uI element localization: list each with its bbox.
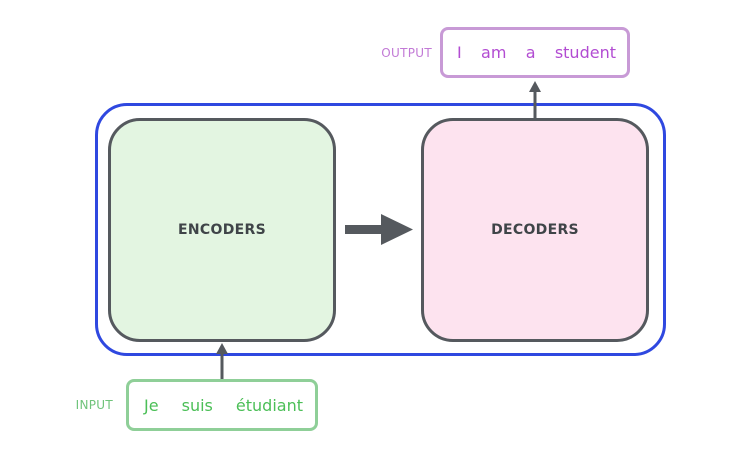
encoders-label: ENCODERS [178,222,266,238]
encoder-decoder-frame [95,103,666,356]
decoders-label: DECODERS [491,222,579,238]
output-token: I [457,43,462,62]
input-label: INPUT [75,398,113,412]
output-token: student [554,43,616,62]
input-sentence-box: Je suis étudiant [126,379,318,431]
encoders-box: ENCODERS [108,118,336,342]
output-label: OUTPUT [381,46,432,60]
input-token: suis [181,395,213,415]
input-token: étudiant [235,395,303,415]
output-token: a [525,43,536,62]
decoders-box: DECODERS [421,118,649,342]
output-sentence-box: I am a student [440,27,630,78]
output-token: am [481,43,507,62]
input-token: Je [144,395,159,415]
